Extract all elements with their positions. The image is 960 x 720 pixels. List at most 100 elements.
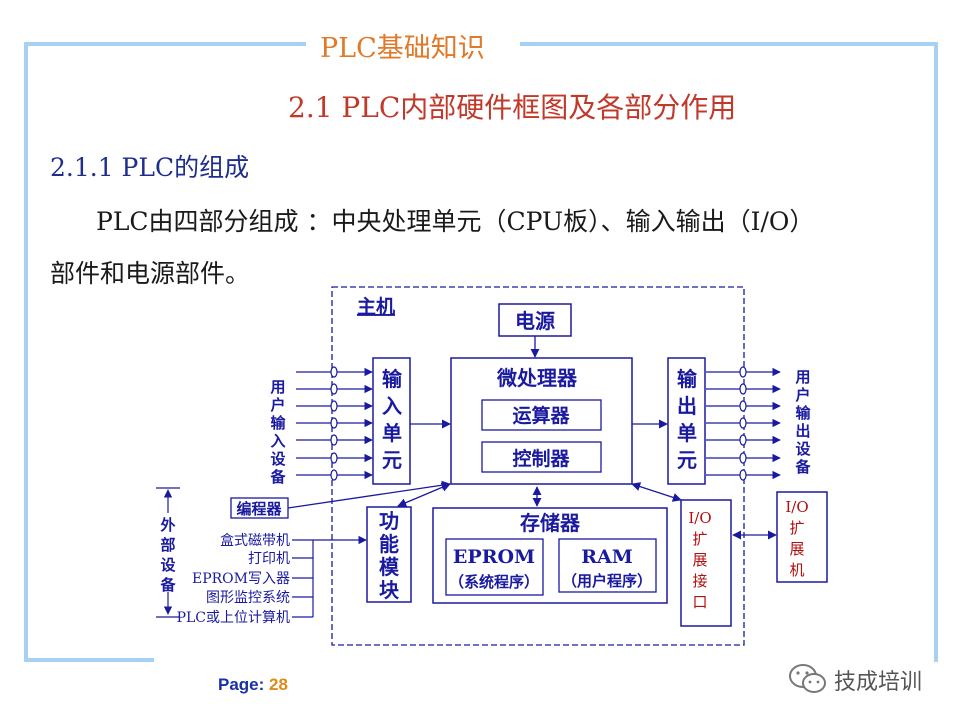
- io-expander-box: [776, 491, 828, 583]
- external-devices-char: 备: [159, 576, 176, 594]
- page-number: Page: 28: [218, 675, 288, 695]
- io-port-line: 接: [692, 572, 707, 590]
- output-unit-char: 出: [677, 394, 697, 418]
- peripheral-label: EPROM写入器: [192, 571, 290, 587]
- output-unit-char: 元: [677, 448, 697, 472]
- ram-note: （用户程序）: [562, 572, 652, 590]
- host-label: 主机: [357, 296, 395, 318]
- programmer-cpu-arrow: [287, 480, 451, 509]
- peripheral-label: PLC或上位计算机: [177, 610, 290, 626]
- peripheral-label: 图形监控系统: [206, 590, 290, 606]
- input-terminal-oval: [330, 366, 338, 378]
- function-module-char: 功: [379, 509, 399, 533]
- body-text-line2: 部件和电源部件。: [50, 259, 251, 288]
- user-input-devices-char: 输: [270, 414, 286, 432]
- function-module-char: 能: [379, 532, 399, 556]
- input-terminal-oval: [330, 417, 338, 429]
- peripheral-label: 打印机: [248, 550, 290, 567]
- controller-box: [481, 441, 602, 473]
- user-input-devices-char: 设: [270, 450, 285, 468]
- controller-label: 控制器: [512, 447, 570, 470]
- io-expander-line: 展: [789, 540, 804, 558]
- input-unit-char: 输: [382, 367, 403, 391]
- input-terminal-oval: [330, 383, 338, 395]
- input-unit-box: [372, 357, 411, 485]
- input-terminal-oval: [330, 452, 338, 464]
- io-expander-line: I/O: [785, 498, 808, 516]
- frame-right: [934, 42, 938, 662]
- frame-top-left: [24, 42, 306, 46]
- user-output-devices-char: 设: [795, 440, 810, 458]
- user-input-devices-char: 备: [269, 468, 286, 486]
- eprom-label: EPROM: [453, 546, 535, 568]
- input-terminals: [296, 366, 373, 481]
- io-port-line: I/O: [688, 509, 711, 527]
- output-unit-box: [667, 357, 706, 485]
- output-terminal-oval: [739, 400, 747, 412]
- host-boundary: [331, 286, 745, 646]
- output-unit-char: 输: [677, 367, 698, 391]
- cpu-label: 微处理器: [496, 366, 578, 390]
- external-devices-char: 部: [160, 536, 175, 554]
- frame-top-right: [520, 42, 938, 46]
- io-port-box: [680, 499, 732, 627]
- ram-label: RAM: [581, 546, 633, 568]
- input-unit-char: 入: [382, 394, 402, 418]
- external-devices-bracket: [156, 487, 180, 618]
- output-terminal-oval: [739, 417, 747, 429]
- user-output-devices-char: 户: [795, 386, 810, 404]
- function-module-box: [366, 506, 412, 603]
- brand-text: 技成培训: [834, 670, 923, 695]
- user-output-devices-char: 输: [795, 404, 811, 422]
- output-terminal-oval: [739, 469, 747, 481]
- subsection-title: 2.1.1 PLC的组成: [50, 153, 250, 182]
- input-terminal-oval: [330, 469, 338, 481]
- input-unit-char: 单: [382, 421, 402, 445]
- alu-label: 运算器: [512, 404, 570, 427]
- ram-box: [558, 538, 657, 593]
- function-module-char: 模: [379, 555, 400, 579]
- alu-box: [481, 399, 602, 431]
- io-port-line: 扩: [692, 530, 707, 548]
- page-number-value: 28: [269, 675, 288, 694]
- page-label: Page:: [218, 675, 270, 694]
- io-port-line: 口: [692, 593, 707, 611]
- input-unit-char: 元: [382, 448, 402, 472]
- user-input-devices-char: 户: [270, 396, 285, 414]
- output-terminal-oval: [739, 383, 747, 395]
- wechat-icon: [789, 664, 826, 693]
- peripheral-label: 盒式磁带机: [220, 532, 290, 549]
- brand-watermark: 技成培训: [788, 660, 938, 696]
- user-input-devices-char: 入: [270, 432, 285, 450]
- user-input-devices-char: 用: [270, 378, 285, 396]
- slide-title: PLC基础知识: [320, 33, 485, 64]
- cpu-ioport-arrow: [631, 482, 682, 502]
- input-terminal-oval: [330, 434, 338, 446]
- output-terminal-oval: [739, 434, 747, 446]
- section-title: 2.1 PLC内部硬件框图及各部分作用: [288, 91, 737, 124]
- external-devices-char: 设: [160, 556, 175, 574]
- user-output-devices-char: 用: [795, 368, 810, 386]
- io-port-line: 展: [692, 551, 707, 569]
- frame-left: [24, 42, 28, 662]
- io-expander-line: 机: [789, 561, 804, 579]
- user-output-devices-char: 出: [795, 422, 810, 440]
- input-terminal-oval: [330, 400, 338, 412]
- memory-label: 存储器: [520, 511, 581, 535]
- programmer-label: 编程器: [236, 500, 282, 518]
- output-terminal-oval: [739, 366, 747, 378]
- output-terminals: [706, 366, 781, 481]
- power-supply-label: 电源: [515, 309, 555, 333]
- frame-bottom-left: [24, 658, 154, 662]
- eprom-box: [445, 538, 544, 596]
